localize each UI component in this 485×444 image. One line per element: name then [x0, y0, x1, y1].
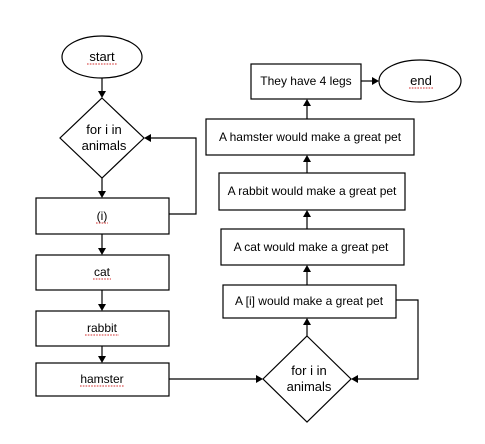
loop2-label-line1: for i in	[291, 363, 326, 378]
end-node: end	[378, 59, 462, 103]
arrowhead	[256, 375, 263, 383]
loop1-label-line2: animals	[82, 138, 127, 153]
arrowhead	[372, 77, 379, 85]
item-i-label: (i)	[97, 209, 108, 223]
arrowhead	[98, 356, 106, 363]
print-hamster-box: A hamster would make a great pet	[205, 118, 415, 156]
connector-item-loopback	[151, 137, 197, 215]
print-rabbit-box: A rabbit would make a great pet	[218, 172, 406, 211]
start-label: start	[89, 49, 115, 64]
rabbit-box: rabbit	[35, 310, 170, 347]
loop1-decision: for i in animals	[59, 97, 145, 179]
connectors	[98, 77, 419, 383]
arrowhead	[303, 210, 311, 217]
cat-label: cat	[94, 265, 111, 279]
connector-print-i-loopback	[358, 299, 419, 380]
print-rabbit-label: A rabbit would make a great pet	[228, 184, 397, 198]
loop1-label-line1: for i in	[86, 122, 121, 137]
print-cat-label: A cat would make a great pet	[234, 240, 389, 254]
print-i-label: A [i] would make a great pet	[235, 294, 384, 308]
print-hamster-label: A hamster would make a great pet	[219, 130, 402, 144]
start-node: start	[61, 35, 143, 79]
arrowhead	[303, 99, 311, 106]
arrowhead	[98, 304, 106, 311]
loop2-decision: for i in animals	[262, 335, 352, 423]
arrowhead	[98, 91, 106, 98]
loop2-label-line2: animals	[287, 379, 332, 394]
item-i-box: (i)	[35, 197, 170, 235]
arrowhead	[303, 318, 311, 325]
arrowhead	[303, 265, 311, 272]
end-label: end	[410, 73, 432, 88]
hamster-box: hamster	[35, 362, 170, 397]
print-cat-box: A cat would make a great pet	[220, 228, 405, 266]
legs-box: They have 4 legs	[250, 63, 362, 100]
arrowhead	[144, 134, 151, 142]
hamster-label: hamster	[80, 372, 123, 386]
cat-box: cat	[35, 254, 170, 291]
legs-label: They have 4 legs	[260, 74, 351, 88]
arrowhead	[98, 248, 106, 255]
arrowhead	[303, 155, 311, 162]
rabbit-label: rabbit	[87, 321, 118, 335]
arrowhead	[98, 191, 106, 198]
arrowhead	[351, 375, 358, 383]
print-i-box: A [i] would make a great pet	[222, 284, 397, 319]
